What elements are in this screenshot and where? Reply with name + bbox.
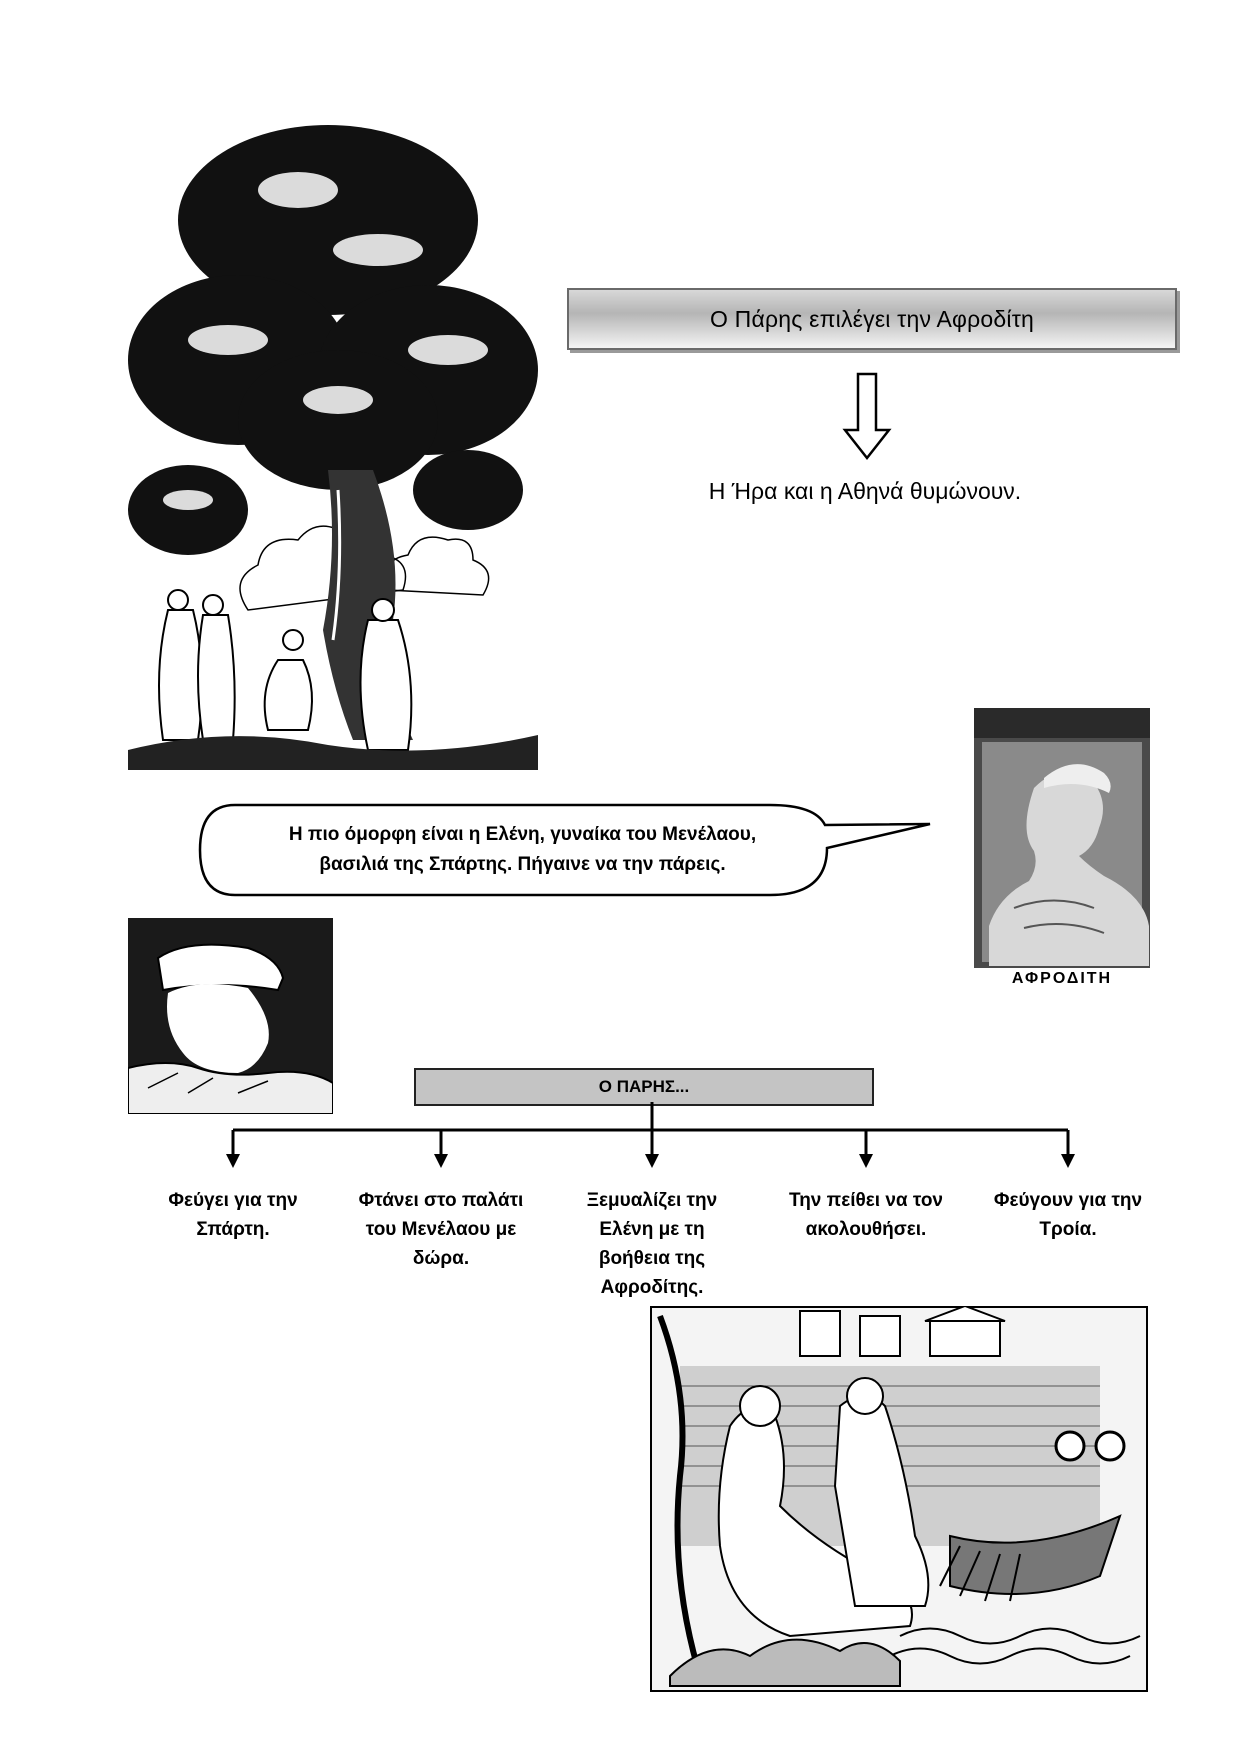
paris-portrait-image [128,918,333,1114]
step-2-line-1: Φτάνει στο παλάτι [358,1190,524,1211]
step-3-line-1: Ξεμυαλίζει την [586,1190,718,1211]
step-5: Φεύγουν για την Τροία. [973,1186,1163,1244]
title-banner-text: Ο Πάρης επιλέγει την Αφροδίτη [710,305,1034,332]
judgement-of-paris-illustration [128,125,538,770]
paris-box-label: Ο ΠΑΡΗΣ... [598,1077,690,1096]
result-text: Η Ήρα και η Αθηνά θυμώνουν. [708,478,1022,504]
paris-helen-ship-relief-image [650,1306,1148,1692]
down-arrow-icon [842,372,892,461]
step-3-line-4: Αφροδίτης. [600,1277,704,1298]
step-1-line-1: Φεύγει για την [168,1190,298,1211]
step-2-line-2: του Μενέλαου με [365,1219,517,1240]
aphrodite-relief-image [974,708,1150,968]
step-4: Την πείθει να τον ακολουθήσει. [771,1186,961,1244]
step-2-line-3: δώρα. [412,1248,470,1269]
step-4-line-1: Την πείθει να τον [789,1190,943,1211]
speech-line-2: βασιλιά της Σπάρτης. Πήγαινε να την πάρε… [319,854,726,875]
step-1: Φεύγει για την Σπάρτη. [138,1186,328,1244]
title-banner: Ο Πάρης επιλέγει την Αφροδίτη [567,288,1177,350]
speech-text: Η πιο όμορφη είναι η Ελένη, γυναίκα του … [210,820,835,880]
step-4-line-2: ακολουθήσει. [805,1219,927,1240]
step-3: Ξεμυαλίζει την Ελένη με τη βοήθεια της Α… [557,1186,747,1302]
step-3-line-2: Ελένη με τη [599,1219,705,1240]
step-1-line-2: Σπάρτη. [196,1219,270,1240]
paris-box: Ο ΠΑΡΗΣ... [414,1068,874,1106]
step-3-line-3: βοήθεια της [598,1248,706,1269]
speech-bubble [198,803,931,897]
step-2: Φτάνει στο παλάτι του Μενέλαου με δώρα. [346,1186,536,1273]
step-5-line-1: Φεύγουν για την [993,1190,1143,1211]
step-5-line-2: Τροία. [1039,1219,1097,1240]
speech-line-1: Η πιο όμορφη είναι η Ελένη, γυναίκα του … [288,824,757,845]
aphrodite-caption: ΑΦΡΟΔΙΤΗ [1011,970,1113,987]
